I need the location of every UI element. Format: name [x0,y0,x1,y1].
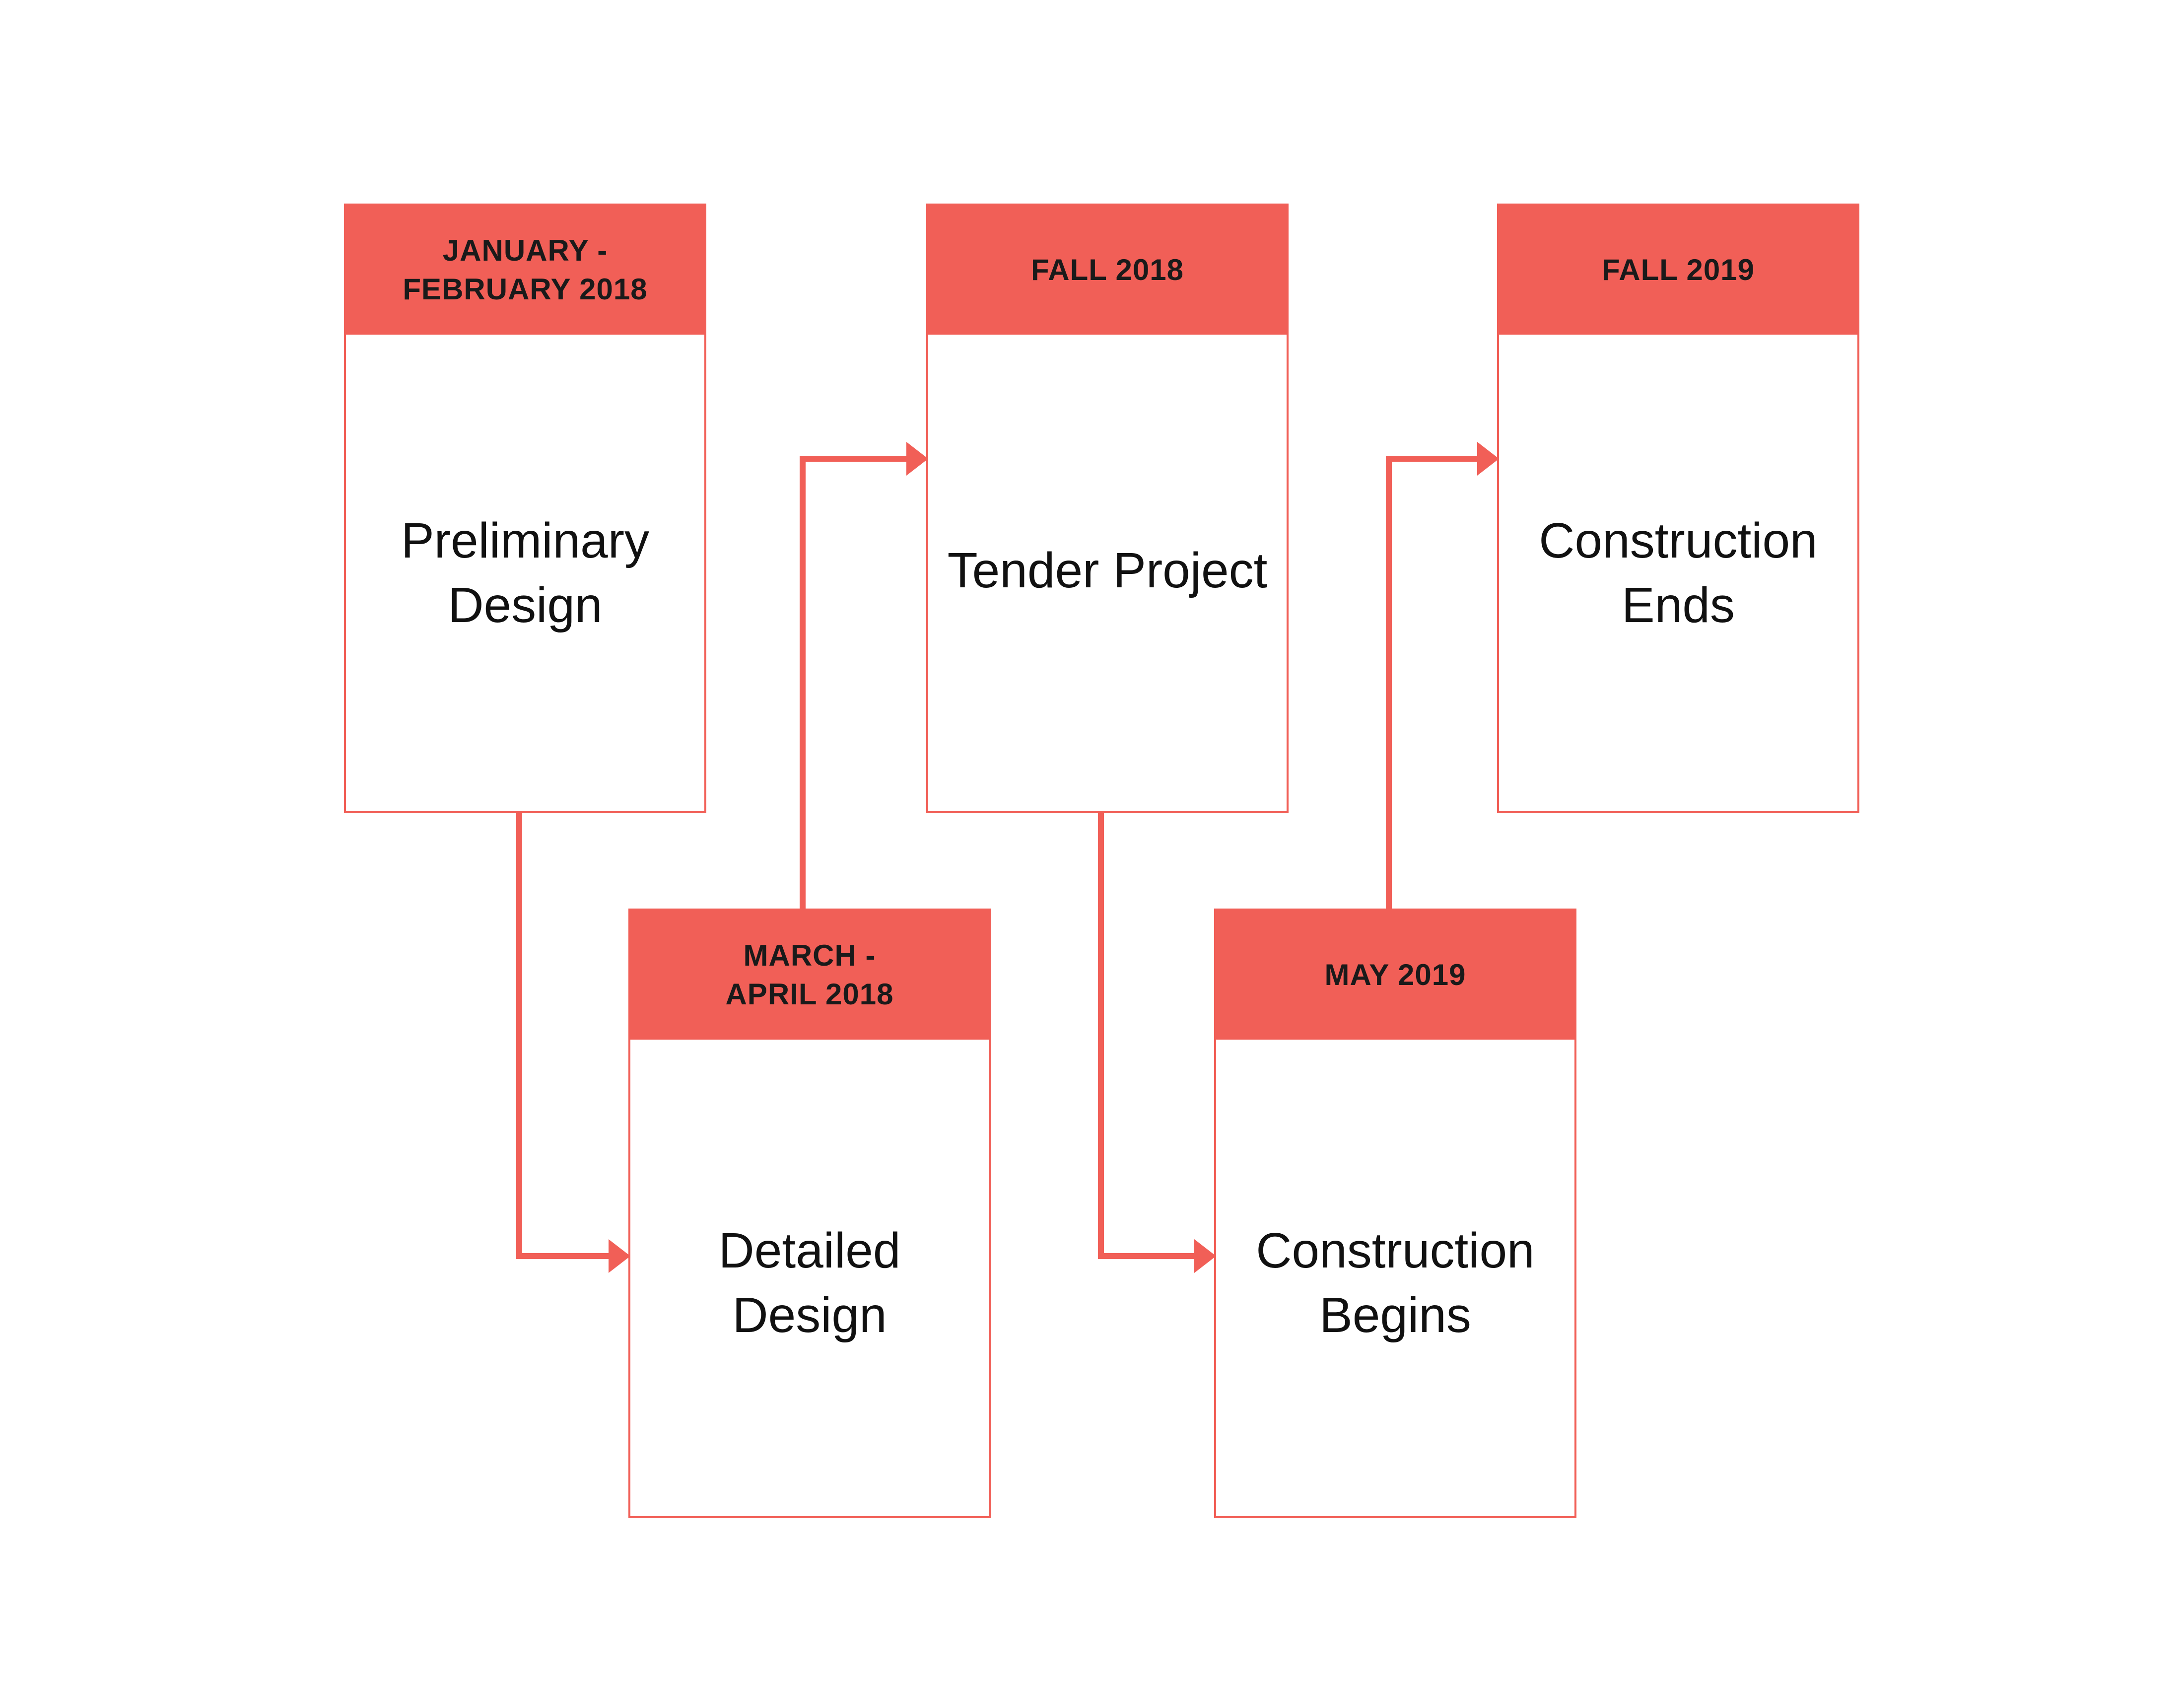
milestone-body: Preliminary Design [346,335,704,811]
milestone-date: MAY 2019 [1324,958,1466,991]
milestone-card-preliminary-design: JANUARY - FEBRUARY 2018 Preliminary Desi… [344,204,706,813]
milestone-date-header: MAY 2019 [1216,911,1574,1040]
milestone-title: Construction Ends [1539,513,1818,633]
milestone-date-header: FALL 2018 [928,206,1287,335]
connector-4-to-5 [1386,456,1477,909]
milestone-card-construction-ends: FALL 2019 Construction Ends [1497,204,1859,813]
milestone-body: Tender Project [928,335,1287,811]
arrowhead-2 [906,442,928,476]
milestone-date-header: MARCH - APRIL 2018 [630,911,989,1040]
milestone-body: Detailed Design [630,1040,989,1516]
connector-1-to-2 [516,807,609,1259]
milestone-card-detailed-design: MARCH - APRIL 2018 Detailed Design [628,909,991,1518]
milestone-title: Tender Project [947,543,1268,598]
milestone-date-header: FALL 2019 [1499,206,1857,335]
milestone-title: Construction Begins [1256,1223,1535,1343]
milestone-date: JANUARY - FEBRUARY 2018 [403,234,648,306]
milestone-date: FALL 2019 [1601,253,1755,286]
milestone-body: Construction Begins [1216,1040,1574,1516]
connector-2-to-3 [800,456,906,909]
milestone-card-tender-project: FALL 2018 Tender Project [926,204,1289,813]
milestone-title: Preliminary Design [401,513,650,633]
milestone-card-construction-begins: MAY 2019 Construction Begins [1214,909,1576,1518]
milestone-title: Detailed Design [718,1223,901,1343]
arrowhead-1 [609,1239,630,1273]
arrowhead-3 [1194,1239,1216,1273]
milestone-date-header: JANUARY - FEBRUARY 2018 [346,206,704,335]
milestone-body: Construction Ends [1499,335,1857,811]
milestone-date: FALL 2018 [1030,253,1184,286]
arrowhead-4 [1477,442,1499,476]
milestone-date: MARCH - APRIL 2018 [725,939,894,1011]
connector-3-to-4 [1098,807,1194,1259]
